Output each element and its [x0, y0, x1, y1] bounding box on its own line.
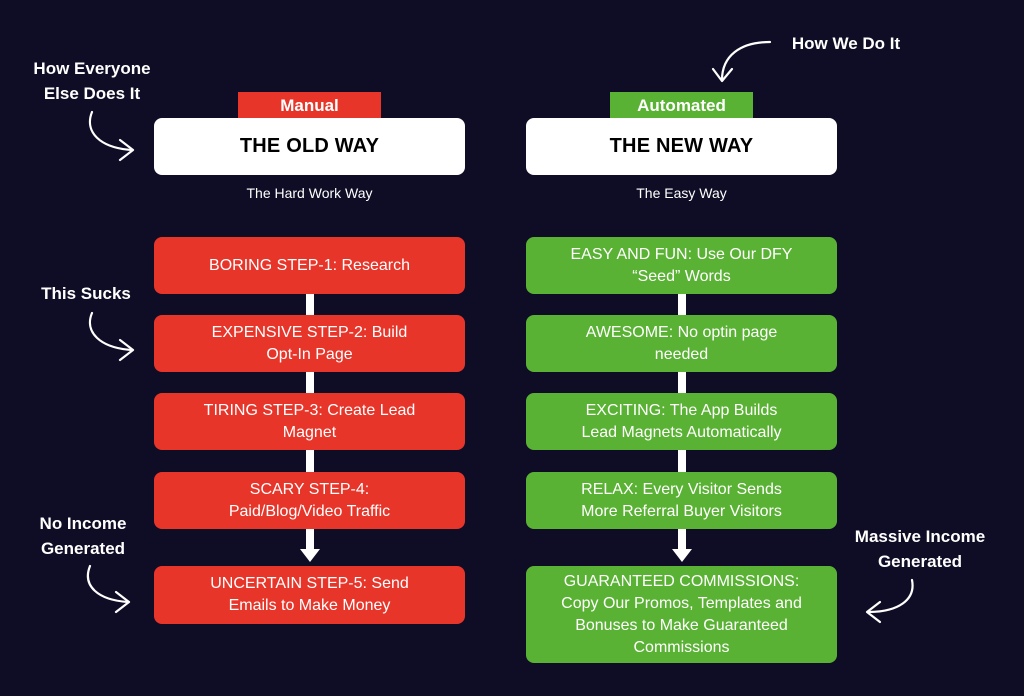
- old-step-1: BORING STEP-1: Research: [154, 237, 465, 294]
- connector-line: [678, 372, 686, 394]
- connector-line: [306, 529, 314, 551]
- connector-line: [678, 450, 686, 472]
- old-way-subtitle: The Hard Work Way: [246, 185, 373, 201]
- new-way-subtitle: The Easy Way: [636, 185, 727, 201]
- new-step-5: GUARANTEED COMMISSIONS: Copy Our Promos,…: [526, 566, 837, 663]
- connector-line: [678, 529, 686, 551]
- new-step-4: RELAX: Every Visitor Sends More Referral…: [526, 472, 837, 529]
- old-step-5: UNCERTAIN STEP-5: Send Emails to Make Mo…: [154, 566, 465, 624]
- connector-line: [306, 294, 314, 316]
- connector-line: [306, 372, 314, 394]
- new-step-2: AWESOME: No optin page needed: [526, 315, 837, 372]
- old-step-3: TIRING STEP-3: Create Lead Magnet: [154, 393, 465, 450]
- annotation-this-sucks: This Sucks: [41, 284, 131, 303]
- annotation-no-income: No Income Generated: [39, 514, 127, 558]
- annotation-massive-income: Massive Income Generated: [854, 527, 986, 571]
- connector-line: [306, 450, 314, 472]
- automated-tag: Automated: [610, 92, 753, 119]
- manual-tag: Manual: [238, 92, 381, 119]
- old-step-4: SCARY STEP-4: Paid/Blog/Video Traffic: [154, 472, 465, 529]
- down-arrow-icon: [300, 549, 320, 562]
- down-arrow-icon: [672, 549, 692, 562]
- new-step-3: EXCITING: The App Builds Lead Magnets Au…: [526, 393, 837, 450]
- annotation-how-we-do-it: How We Do It: [791, 34, 901, 53]
- connector-line: [678, 294, 686, 316]
- new-step-1: EASY AND FUN: Use Our DFY “Seed” Words: [526, 237, 837, 294]
- old-step-2: EXPENSIVE STEP-2: Build Opt-In Page: [154, 315, 465, 372]
- annotation-how-everyone-else: How Everyone Else Does It: [33, 59, 151, 103]
- new-way-title: THE NEW WAY: [526, 118, 837, 175]
- old-way-title: THE OLD WAY: [154, 118, 465, 175]
